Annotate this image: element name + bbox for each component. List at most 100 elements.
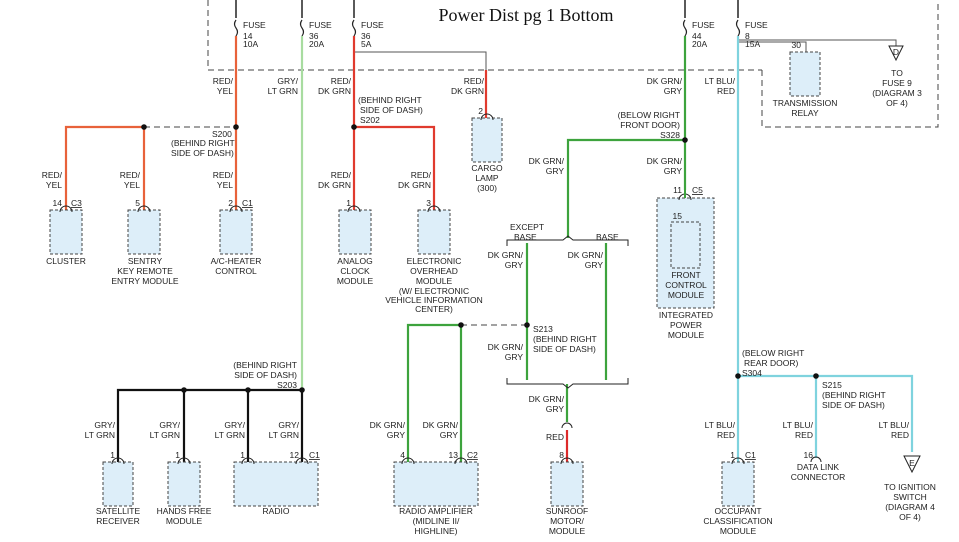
component-name: LAMP xyxy=(475,173,498,183)
fuse-number: 14 xyxy=(243,31,253,41)
cargo-lamp: 2 CARGO LAMP (300) xyxy=(471,106,503,193)
component-name: MODULE xyxy=(668,290,705,300)
component-name: RADIO xyxy=(263,506,290,516)
splice-location: SIDE OF DASH) xyxy=(171,148,234,158)
svg-text:DK GRN/: DK GRN/ xyxy=(423,420,459,430)
component-name: MODULE xyxy=(720,526,757,536)
svg-text:RED/: RED/ xyxy=(213,76,234,86)
component-name: SWITCH xyxy=(893,492,927,502)
pin-number: 8 xyxy=(559,450,564,460)
svg-text:DK GRN: DK GRN xyxy=(398,180,431,190)
svg-text:YEL: YEL xyxy=(46,180,62,190)
splice-location: SIDE OF DASH) xyxy=(360,105,423,115)
splice-id: S200 xyxy=(212,129,232,139)
pin-number: 15 xyxy=(673,211,683,221)
component-name: KEY REMOTE xyxy=(117,266,173,276)
component-name: TO IGNITION xyxy=(884,482,936,492)
svg-text:GRY: GRY xyxy=(585,260,604,270)
svg-text:GRY: GRY xyxy=(505,352,524,362)
integrated-power-module: 11 C5 15 FRONT CONTROL MODULE INTEGRATED… xyxy=(656,185,715,340)
component-name: INTEGRATED xyxy=(659,310,713,320)
pin-number: 12 xyxy=(290,450,300,460)
pin-number: 1 xyxy=(240,450,245,460)
pin-number: 11 xyxy=(673,185,682,195)
variant-label: EXCEPT xyxy=(510,222,544,232)
satellite-receiver: 1 SATELLITE RECEIVER xyxy=(96,450,141,526)
component-name: CLASSIFICATION xyxy=(703,516,772,526)
splice-location: REAR DOOR) xyxy=(744,358,798,368)
splice-location: (BEHIND RIGHT xyxy=(533,334,597,344)
cargo-lamp-feed xyxy=(353,36,487,70)
component-name: SUNROOF xyxy=(546,506,589,516)
component-name: ELECTRONIC xyxy=(407,256,462,266)
svg-text:DK GRN/: DK GRN/ xyxy=(529,394,565,404)
splice-id: S215 xyxy=(822,380,842,390)
pin-number: 1 xyxy=(110,450,115,460)
svg-text:DK GRN/: DK GRN/ xyxy=(488,342,524,352)
svg-text:RED/: RED/ xyxy=(331,170,352,180)
svg-text:RED: RED xyxy=(546,432,564,442)
svg-text:GRY/: GRY/ xyxy=(278,420,299,430)
pin-number: 5 xyxy=(135,198,140,208)
fuse-rating: 10A xyxy=(243,39,258,49)
component-name: HANDS FREE xyxy=(157,506,212,516)
fuse-8: FUSE 8 15A xyxy=(735,0,768,49)
svg-text:RED/: RED/ xyxy=(411,170,432,180)
fuse-rating: 15A xyxy=(745,39,760,49)
variant-label: BASE xyxy=(514,232,537,242)
component-name: POWER xyxy=(670,320,702,330)
component-name: CENTER) xyxy=(415,304,453,314)
dk-grn-gry-wires xyxy=(406,36,687,462)
component-name: MOTOR/ xyxy=(550,516,584,526)
svg-text:YEL: YEL xyxy=(217,180,233,190)
splice-location: FRONT DOOR) xyxy=(620,120,680,130)
fuse-44: FUSE 44 20A xyxy=(682,0,715,49)
variant-label: BASE xyxy=(596,232,619,242)
splice-id: S304 xyxy=(742,368,762,378)
wire-labels: RED/ YEL GRY/ LT GRN RED/ DK GRN RED/ DK… xyxy=(42,76,910,442)
fuse-36-5a: FUSE 36 5A xyxy=(351,0,384,49)
fuse-label: FUSE xyxy=(309,20,332,30)
pin-number: 30 xyxy=(792,40,802,50)
cluster: 14 C3 CLUSTER xyxy=(46,198,86,266)
svg-text:LT GRN: LT GRN xyxy=(150,430,180,440)
fuse9-feed xyxy=(737,39,897,46)
svg-text:GRY: GRY xyxy=(505,260,524,270)
svg-text:RED/: RED/ xyxy=(464,76,485,86)
svg-text:GRY: GRY xyxy=(440,430,459,440)
svg-text:LT BLU/: LT BLU/ xyxy=(783,420,814,430)
svg-text:DK GRN: DK GRN xyxy=(451,86,484,96)
connector-id: C1 xyxy=(745,450,756,460)
component-name: MODULE xyxy=(337,276,374,286)
splice-location: (BELOW RIGHT xyxy=(742,348,804,358)
svg-text:RED: RED xyxy=(795,430,813,440)
to-fuse-9-reference: D TO FUSE 9 (DIAGRAM 3 OF 4) xyxy=(872,45,922,108)
component-name: OF 4) xyxy=(899,512,921,522)
component-name: CLUSTER xyxy=(46,256,86,266)
component-name: (W/ ELECTRONIC xyxy=(399,286,469,296)
red-dk-grn-wires xyxy=(352,36,488,210)
component-name: RECEIVER xyxy=(96,516,139,526)
sentry-key-remote-entry-module: 5 SENTRY KEY REMOTE ENTRY MODULE xyxy=(111,198,179,286)
page-title: Power Dist pg 1 Bottom xyxy=(438,5,613,25)
svg-text:LT BLU/: LT BLU/ xyxy=(705,420,736,430)
svg-text:GRY: GRY xyxy=(546,404,565,414)
sunroof-motor-module: 8 SUNROOF MOTOR/ MODULE xyxy=(546,422,589,536)
svg-text:DK GRN/: DK GRN/ xyxy=(488,250,524,260)
ac-heater-control: 2 C1 A/C-HEATER CONTROL xyxy=(211,198,262,276)
svg-text:RED/: RED/ xyxy=(42,170,63,180)
radio: 1 12 C1 RADIO xyxy=(233,450,320,516)
svg-text:LT GRN: LT GRN xyxy=(215,430,245,440)
splice-location: SIDE OF DASH) xyxy=(533,344,596,354)
fuse-rating: 20A xyxy=(309,39,324,49)
analog-clock-module: 1 ANALOG CLOCK MODULE xyxy=(337,198,374,286)
pin-number: 14 xyxy=(53,198,63,208)
fuse-number: 36 xyxy=(309,31,319,41)
connector-id: C1 xyxy=(242,198,253,208)
to-ignition-switch-reference: E TO IGNITION SWITCH (DIAGRAM 4 OF 4) xyxy=(884,455,936,522)
component-name: VEHICLE INFORMATION xyxy=(385,295,483,305)
pin-number: 1 xyxy=(346,198,351,208)
svg-text:GRY: GRY xyxy=(664,166,683,176)
svg-text:LT BLU/: LT BLU/ xyxy=(705,76,736,86)
pin-number: 16 xyxy=(804,450,814,460)
